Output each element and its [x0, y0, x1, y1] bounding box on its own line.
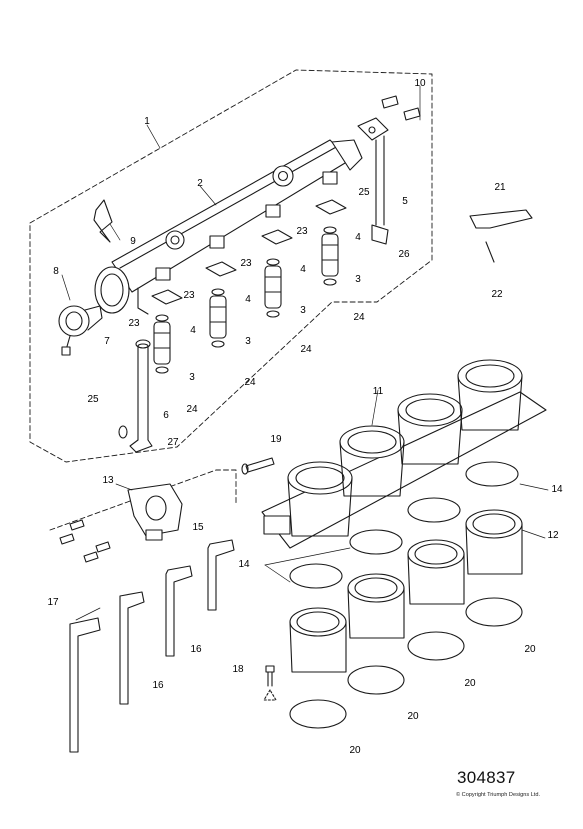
bolt-22	[485, 241, 495, 263]
callout-20c: 20	[407, 711, 419, 722]
throttle-body-assembly	[261, 359, 547, 549]
callout-24b: 24	[244, 377, 256, 388]
callout-9: 9	[130, 236, 136, 247]
callout-20a: 20	[524, 644, 536, 655]
vacuum-hoses	[69, 539, 235, 753]
callout-24c: 24	[300, 344, 312, 355]
callout-25a: 25	[358, 187, 370, 198]
callout-24a: 24	[186, 404, 198, 415]
callout-13: 13	[102, 475, 114, 486]
injector-bracket-4	[315, 199, 347, 215]
callout-27: 27	[167, 437, 179, 448]
callout-16b: 16	[152, 680, 164, 691]
callout-18: 18	[232, 664, 244, 675]
screws-10	[381, 95, 421, 121]
callout-25b: 25	[87, 394, 99, 405]
injector-bracket-2	[205, 261, 237, 277]
callout-26: 26	[398, 249, 410, 260]
callout-23d: 23	[296, 226, 308, 237]
clamp-7	[135, 339, 151, 349]
callout-20d: 20	[349, 745, 361, 756]
leader-lines	[61, 85, 549, 621]
callout-19: 19	[270, 434, 282, 445]
throttle-position-sensor	[127, 483, 183, 541]
callout-7: 7	[104, 336, 110, 347]
callout-23a: 23	[128, 318, 140, 329]
callout-17: 17	[47, 597, 59, 608]
fuel-rail-assembly-boundary	[29, 69, 433, 463]
callout-3a: 3	[189, 372, 195, 383]
callout-3b: 3	[245, 336, 251, 347]
copyright-notice: © Copyright Triumph Designs Ltd.	[456, 792, 541, 798]
callout-14b: 14	[238, 559, 250, 570]
callout-21: 21	[494, 182, 506, 193]
callout-4b: 4	[245, 294, 251, 305]
injector-group	[151, 199, 347, 374]
injector-bracket-1	[151, 289, 183, 305]
sensor-screws	[59, 519, 111, 563]
callout-4a: 4	[190, 325, 196, 336]
mounting-bracket	[357, 117, 389, 245]
intake-adaptors	[289, 509, 523, 673]
callout-15: 15	[192, 522, 204, 533]
callout-12: 12	[547, 530, 559, 541]
injector-bracket-3	[261, 229, 293, 245]
fuel-rail	[94, 139, 363, 315]
callout-8: 8	[53, 266, 59, 277]
callout-1: 1	[144, 116, 150, 127]
injector-4	[321, 226, 339, 286]
callout-14a: 14	[551, 484, 563, 495]
callout-6: 6	[163, 410, 169, 421]
callout-3c: 3	[300, 305, 306, 316]
hose-clamps	[289, 461, 519, 589]
callout-22: 22	[491, 289, 503, 300]
callout-2: 2	[197, 178, 203, 189]
callout-16a: 16	[190, 644, 202, 655]
callout-4d: 4	[355, 232, 361, 243]
callout-5: 5	[402, 196, 408, 207]
callout-10: 10	[414, 78, 426, 89]
retaining-clip	[93, 199, 113, 243]
callout-11: 11	[372, 386, 384, 397]
callout-23b: 23	[183, 290, 195, 301]
callout-24d: 24	[353, 312, 365, 323]
fuel-pipe	[118, 343, 153, 453]
pressure-regulator	[58, 305, 103, 356]
callout-20b: 20	[464, 678, 476, 689]
screw-18	[263, 665, 277, 701]
callout-3d: 3	[355, 274, 361, 285]
injector-2	[209, 288, 227, 348]
callout-23c: 23	[240, 258, 252, 269]
bolt-19	[245, 457, 275, 473]
lever-arm	[469, 209, 533, 229]
injector-1	[153, 314, 171, 374]
o-rings-20	[289, 597, 523, 729]
callout-4c: 4	[300, 264, 306, 275]
injector-3	[264, 258, 282, 318]
diagram-code: 304837	[457, 768, 516, 787]
